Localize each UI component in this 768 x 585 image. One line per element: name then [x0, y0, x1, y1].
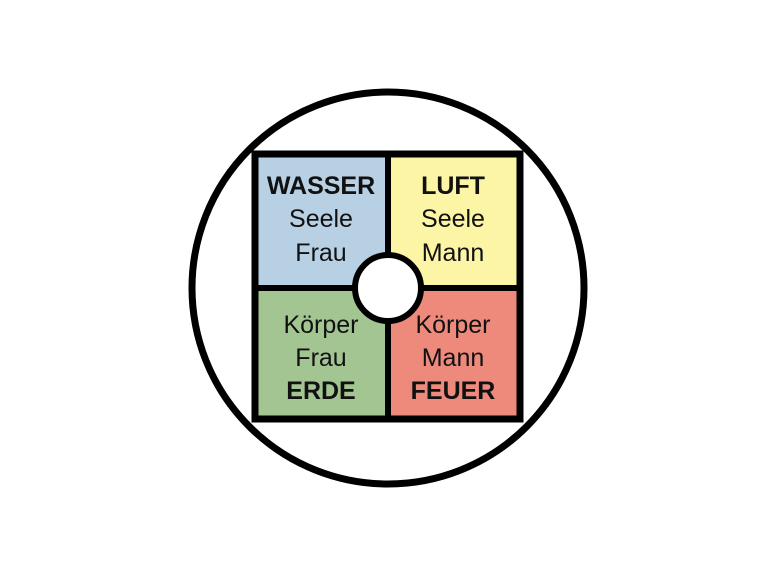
quadrant-bottom-right-line1: Körper — [415, 311, 490, 339]
quadrant-bottom-right-line2: Mann — [422, 344, 485, 372]
quadrant-top-right-line1: Seele — [421, 205, 485, 233]
center-circle — [352, 252, 424, 324]
quadrant-bottom-right-title: FEUER — [411, 377, 496, 405]
quadrant-bottom-left-title: ERDE — [286, 377, 355, 405]
quadrant-top-left-line1: Seele — [289, 205, 353, 233]
quadrant-top-right-line2: Mann — [422, 239, 485, 267]
quadrant-bottom-left-line1: Körper — [283, 311, 358, 339]
quadrant-top-left-line2: Frau — [295, 239, 346, 267]
quadrant-top-left-title: WASSER — [267, 172, 375, 200]
quadrant-top-right-title: LUFT — [421, 172, 485, 200]
quadrant-bottom-left-line2: Frau — [295, 344, 346, 372]
